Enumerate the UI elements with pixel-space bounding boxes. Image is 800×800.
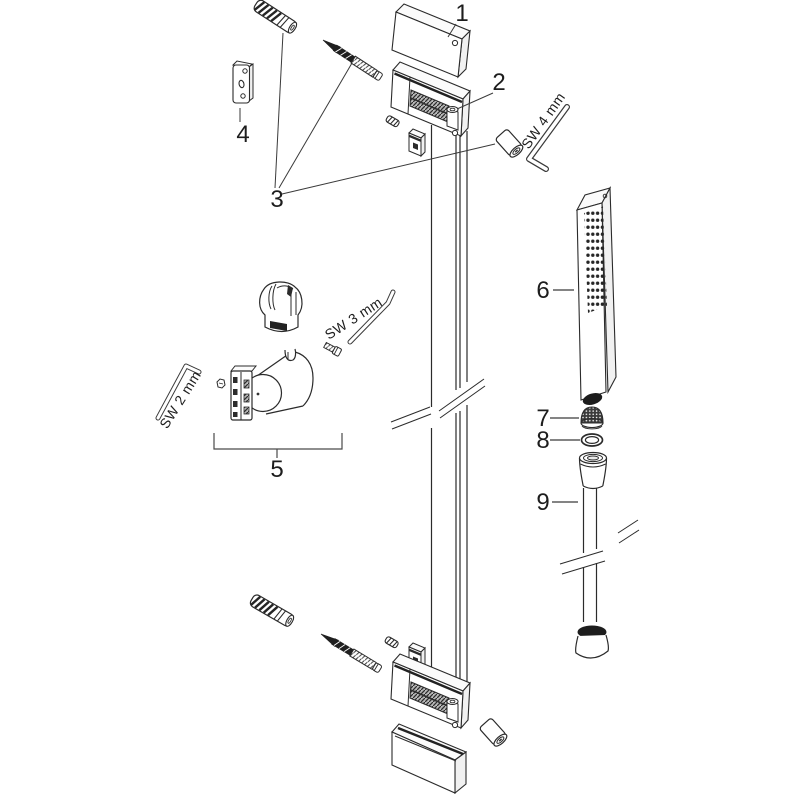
callout-2: 2	[456, 69, 506, 110]
part-spacer-plate	[231, 60, 254, 122]
part-sleeve-bottom	[478, 717, 510, 749]
part-grub-screw-top	[384, 114, 401, 129]
part-slider-body	[229, 348, 314, 421]
hex-key-3mm: SW 3 mm	[322, 289, 396, 345]
part-bracket-bottom	[389, 652, 472, 730]
callout-1: 1	[447, 0, 469, 38]
part-tiny-nut	[216, 378, 226, 389]
part-anchor-bottom	[247, 592, 297, 629]
part-end-cap-top	[391, 3, 471, 79]
part-grub-screw-bottom	[383, 635, 400, 650]
part-holder-clip	[259, 281, 303, 333]
callout-9-number: 9	[536, 489, 549, 516]
callout-5: 5	[213, 433, 343, 483]
callout-4-number: 4	[236, 121, 249, 148]
callout-6-number: 6	[536, 277, 549, 304]
hex-key-4mm: SW 4 mm	[518, 89, 570, 172]
part-clamp-screw	[323, 341, 342, 357]
part-shower-hose	[559, 451, 640, 659]
callout-2-number: 2	[492, 69, 505, 96]
callout-5-number: 5	[270, 456, 283, 483]
part-anchor-top	[251, 0, 300, 36]
part-slide-block-top	[408, 128, 426, 157]
callout-8-number: 8	[536, 427, 549, 454]
part-seal-ring	[580, 433, 604, 447]
callout-3-number: 3	[270, 186, 283, 213]
callout-7-number: 7	[536, 405, 549, 432]
hex-key-2mm: SW 2 mm	[155, 363, 204, 431]
part-hand-shower	[575, 185, 617, 406]
part-end-cap-bottom	[391, 723, 468, 795]
rail-break-lines	[390, 378, 486, 430]
callout-9: 9	[536, 489, 578, 516]
callout-3-leaders	[274, 32, 496, 195]
part-filter-insert	[580, 406, 604, 430]
callout-8: 8	[536, 427, 580, 454]
part-screw-top	[320, 36, 384, 82]
callout-7: 7	[536, 405, 579, 432]
callout-1-number: 1	[455, 0, 468, 27]
part-screw-bottom	[318, 630, 383, 674]
callout-6: 6	[536, 277, 574, 304]
wall-rail-bar	[430, 125, 468, 698]
